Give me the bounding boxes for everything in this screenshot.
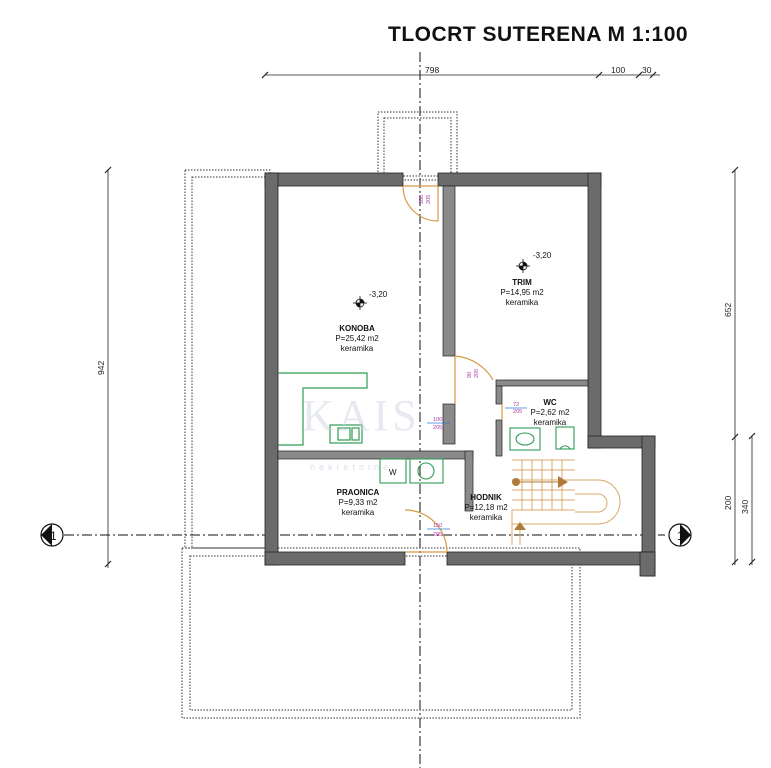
room-konoba: KONOBA P=25,42 m2 keramika [335, 324, 379, 353]
dim-top-main: 798 [425, 65, 439, 75]
level-markers: -3,20 -3,20 [353, 251, 552, 310]
stair-direction [512, 476, 568, 530]
room-hodnik: HODNIK P=12,18 m2 keramika [464, 493, 508, 522]
door-labels: 100 205 90 205 72 205 100 205 150 205 [419, 195, 527, 538]
doors [402, 185, 503, 553]
interior-walls [277, 185, 589, 512]
room-trim-area: P=14,95 m2 [500, 288, 544, 297]
laundry-fixtures [379, 458, 444, 484]
door-label-1-h: 205 [426, 195, 432, 204]
room-wc-finish: keramika [534, 418, 567, 427]
wc-fixtures [509, 426, 575, 451]
exterior-walls [264, 172, 656, 577]
room-hodnik-area: P=12,18 m2 [464, 503, 508, 512]
dim-right-lower-b: 340 [740, 500, 750, 514]
top-dimension: 798 100 30 [261, 65, 660, 79]
left-dimension: 942 [96, 166, 112, 568]
axis-marker-left: 1 [50, 529, 57, 543]
door-label-2-h: 205 [474, 369, 480, 378]
room-praonica-name: PRAONICA [337, 488, 380, 497]
svg-text:KAIS: KAIS [302, 391, 421, 440]
door-label-4-h: 205 [433, 425, 442, 431]
room-trim: TRIM P=14,95 m2 keramika [500, 278, 544, 307]
room-konoba-finish: keramika [341, 344, 374, 353]
staircase [511, 459, 621, 545]
level-trim: -3,20 [533, 251, 552, 260]
room-konoba-name: KONOBA [339, 324, 375, 333]
dim-top-mid: 100 [611, 65, 625, 75]
room-wc-area: P=2,62 m2 [531, 408, 570, 417]
dim-top-right: 30 [642, 65, 652, 75]
door-label-5-w: 150 [433, 523, 442, 529]
level-marker-konoba [353, 296, 367, 310]
svg-text:nekretnine: nekretnine [310, 462, 392, 472]
door-label-5-h: 205 [433, 532, 442, 538]
room-hodnik-name: HODNIK [470, 493, 502, 502]
kitchen-counter [278, 372, 368, 446]
room-praonica-area: P=9,33 m2 [339, 498, 378, 507]
dim-right-lower-a: 200 [723, 496, 733, 510]
axis-marker-right: 1 [677, 529, 684, 543]
right-dimension: 652 200 340 [723, 166, 756, 566]
room-trim-finish: keramika [506, 298, 539, 307]
room-praonica-finish: keramika [342, 508, 375, 517]
dim-right-upper: 652 [723, 303, 733, 317]
door-label-4-w: 100 [433, 417, 442, 423]
level-marker-trim [516, 259, 530, 273]
room-konoba-area: P=25,42 m2 [335, 334, 379, 343]
door-label-3-w: 72 [513, 402, 519, 408]
room-praonica: PRAONICA P=9,33 m2 keramika [337, 488, 380, 517]
plan-title: TLOCRT SUTERENA M 1:100 [388, 23, 688, 46]
room-hodnik-finish: keramika [470, 513, 503, 522]
room-wc-name: WC [543, 398, 557, 407]
section-axis: 1 1 [40, 523, 692, 547]
door-label-3-h: 205 [513, 409, 522, 415]
door-label-1-w: 100 [419, 195, 425, 204]
level-konoba: -3,20 [369, 290, 388, 299]
room-wc: WC P=2,62 m2 keramika [531, 398, 570, 427]
dim-left: 942 [96, 361, 106, 375]
watermark: KAIS nekretnine [302, 391, 421, 472]
washer-label: W [389, 468, 397, 477]
door-label-2-w: 90 [467, 372, 473, 378]
room-trim-name: TRIM [512, 278, 532, 287]
